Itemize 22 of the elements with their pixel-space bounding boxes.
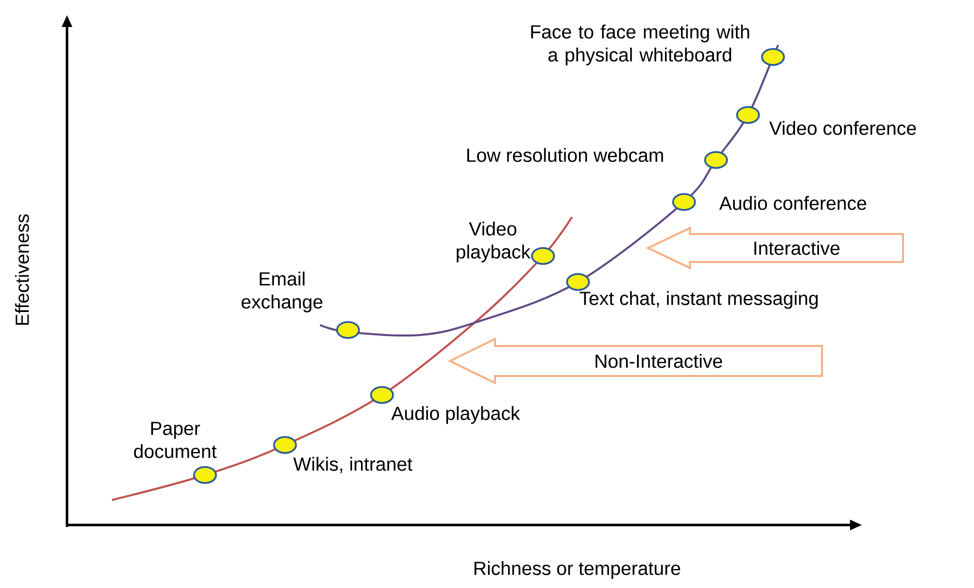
point-label: Audio playback — [391, 406, 520, 424]
axis-label: Richness or temperature — [474, 561, 680, 579]
axis-label: Effectiveness — [15, 214, 29, 325]
data-point — [672, 193, 696, 211]
point-label: Video conference — [769, 121, 916, 135]
data-point — [193, 466, 217, 484]
data-point — [370, 386, 394, 404]
data-point — [736, 106, 760, 124]
data-point — [531, 247, 555, 265]
point-label: Email exchange — [242, 272, 322, 312]
data-point — [704, 151, 728, 169]
data-point — [566, 273, 590, 291]
data-point — [336, 321, 360, 339]
point-label: Face to face meeting with a physical whiteboard — [531, 24, 750, 66]
point-label: Video playback — [456, 222, 530, 262]
point-label: Audio conference — [719, 196, 866, 210]
data-point — [273, 436, 297, 454]
data-point — [761, 48, 785, 66]
point-label: Low resolution webcam — [467, 148, 663, 162]
point-label: Text chat, instant messaging — [580, 291, 818, 309]
point-label: Paper document — [134, 422, 217, 458]
point-label: Wikis, intranet — [293, 456, 412, 474]
